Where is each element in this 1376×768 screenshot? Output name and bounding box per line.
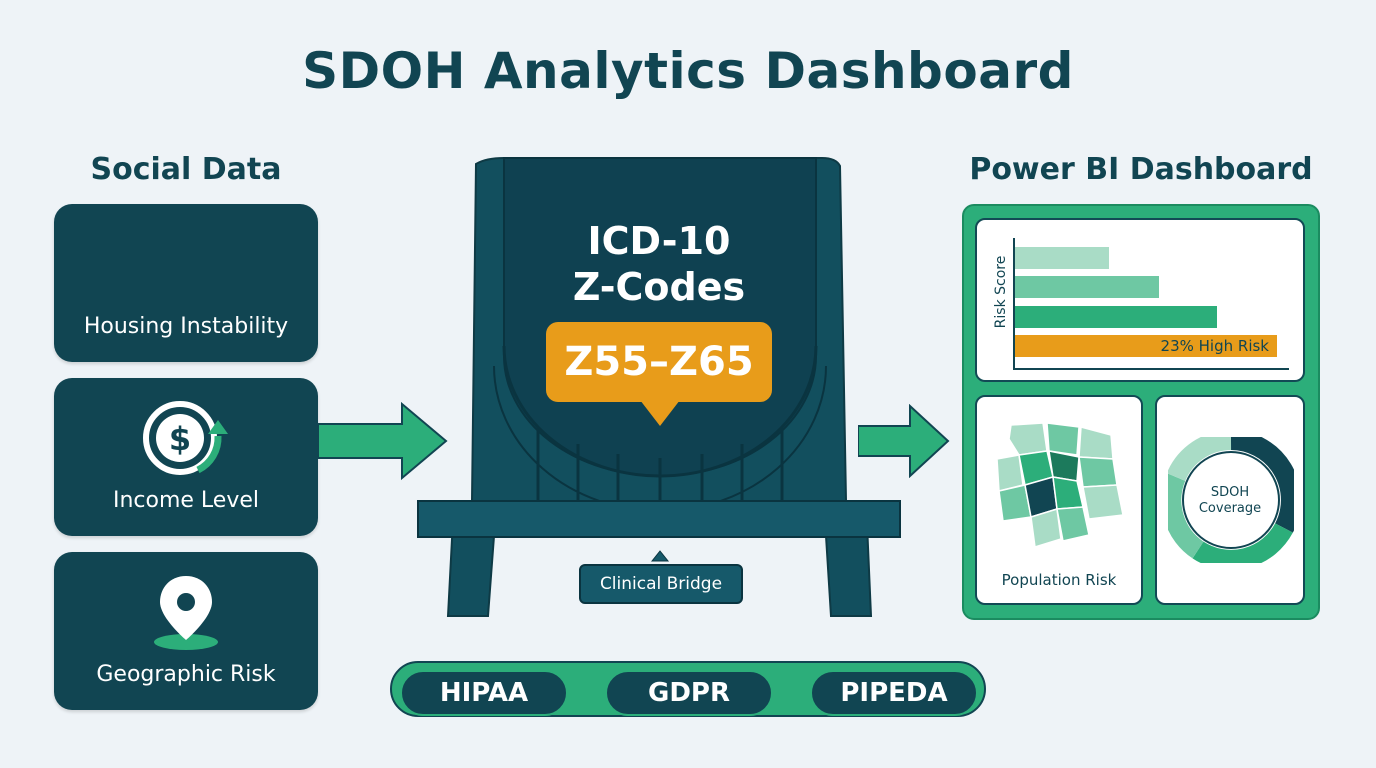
badge-pointer — [640, 400, 680, 426]
income-level-label: Income Level — [112, 488, 260, 513]
geographic-risk-card: Geographic Risk — [54, 552, 318, 710]
compliance-pill-hipaa: HIPAA — [400, 670, 568, 716]
y-axis — [1013, 238, 1015, 370]
bar-3 — [1015, 306, 1217, 328]
power-bi-heading: Power BI Dashboard — [969, 152, 1313, 187]
income-level-card: $ Income Level — [54, 378, 318, 536]
sdoh-coverage-label: SDOH Coverage — [1157, 485, 1303, 517]
compliance-pill-pipeda: PIPEDA — [810, 670, 978, 716]
population-risk-map-panel: Population Risk — [975, 395, 1143, 605]
arrow-right-icon — [858, 404, 950, 478]
sdoh-coverage-panel: SDOH Coverage — [1155, 395, 1305, 605]
bar-2 — [1015, 276, 1159, 298]
bar-1 — [1015, 247, 1109, 269]
page-title: SDOH Analytics Dashboard — [302, 42, 1074, 100]
sdoh-coverage-label-line1: SDOH — [1210, 485, 1250, 500]
social-data-heading: Social Data — [90, 152, 282, 187]
high-risk-annotation: 23% High Risk — [1160, 337, 1269, 355]
z-code-range-badge: Z55–Z65 — [546, 322, 772, 402]
risk-score-chart-panel: Risk Score 23% High Risk — [975, 218, 1305, 382]
arrow-right-icon — [318, 401, 448, 481]
risk-score-axis-label: Risk Score — [993, 255, 1009, 329]
x-axis — [1013, 368, 1289, 370]
clinical-bridge-label: Clinical Bridge — [579, 564, 743, 604]
housing-instability-card: Housing Instability — [54, 204, 318, 505]
compliance-bar: HIPAA GDPR PIPEDA — [390, 661, 986, 717]
population-risk-label: Population Risk — [1001, 571, 1117, 589]
icd10-heading: ICD-10 Z-Codes — [416, 218, 902, 310]
housing-instability-label: Housing Instability — [83, 314, 289, 339]
svg-text:$: $ — [169, 420, 191, 458]
geographic-risk-label: Geographic Risk — [96, 662, 276, 687]
bar-4-high-risk: 23% High Risk — [1015, 335, 1277, 357]
sdoh-coverage-label-line2: Coverage — [1198, 501, 1262, 516]
icd10-heading-line2: Z-Codes — [572, 265, 746, 309]
dollar-cycle-icon: $ — [143, 401, 228, 475]
compliance-pill-gdpr: GDPR — [605, 670, 773, 716]
icd10-heading-line1: ICD-10 — [587, 219, 731, 263]
location-pin-icon — [154, 576, 218, 650]
population-risk-map — [996, 422, 1124, 548]
sdoh-coverage-donut — [1168, 437, 1294, 563]
